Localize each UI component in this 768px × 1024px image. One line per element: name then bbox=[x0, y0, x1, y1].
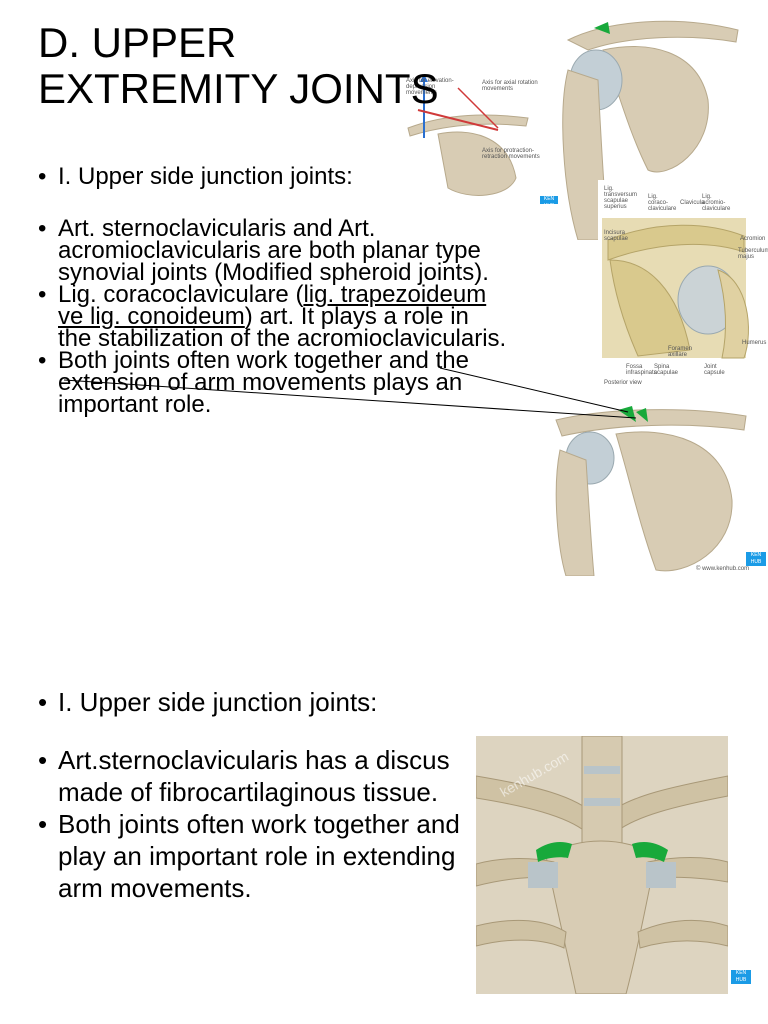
detail-label-clavicula: Clavicula bbox=[680, 200, 705, 206]
kenhub-badge-slide2: KEN HUB bbox=[731, 970, 751, 984]
detail-label-coracoclaviculare: Lig. coraco-claviculare bbox=[648, 194, 677, 212]
figure-credit: © www.kenhub.com bbox=[696, 566, 750, 572]
detail-label-capsule: Joint capsule bbox=[704, 364, 725, 376]
slide1-bullet-list: I. Upper side junction joints: Art. ster… bbox=[38, 164, 508, 417]
shoulder-posterior-detail-figure: Lig. transversum scapulae superius Lig. … bbox=[598, 180, 768, 390]
detail-label-spina: Spina scapulae bbox=[654, 364, 679, 376]
title-line-2: EXTREMITY JOINTS bbox=[38, 65, 439, 112]
detail-label-transversum: Lig. transversum scapulae superius bbox=[604, 186, 638, 210]
kenhub-badge: KEN HUB bbox=[746, 552, 766, 566]
axis-label-elevation: Axis for elevation-depression movements bbox=[406, 78, 454, 96]
detail-label-humerus: Humerus bbox=[742, 340, 767, 346]
bullet-item: Both joints often work together and play… bbox=[38, 808, 478, 904]
bullet-item: Art. sternoclavicularis and Art. acromio… bbox=[38, 217, 508, 285]
shoulder-ligament-figure: © www.kenhub.com KEN HUB bbox=[546, 400, 768, 576]
bullet-item: I. Upper side junction joints: bbox=[38, 686, 478, 718]
slide2-bullet-list: I. Upper side junction joints: Art.stern… bbox=[38, 686, 478, 904]
sternoclavicular-figure: kenhub.com KEN HUB bbox=[476, 736, 728, 994]
axis-label-rotation: Axis for axial rotation movements bbox=[482, 80, 538, 92]
axis-label-protraction: Axis for protraction-retraction movement… bbox=[482, 148, 540, 160]
bullet-prefix: Lig. coracoclaviculare ( bbox=[58, 281, 304, 308]
bullet-item: Art.sternoclavicularis has a discus made… bbox=[38, 744, 478, 808]
slide-1: Axis for elevation-depression movements … bbox=[0, 0, 768, 590]
bullet-item-ligament: Lig. coracoclaviculare (lig. trapezoideu… bbox=[38, 281, 508, 351]
detail-label-acromion: Acromion bbox=[740, 236, 766, 242]
bullet-item: I. Upper side junction joints: bbox=[38, 164, 508, 191]
detail-view-label: Posterior view bbox=[604, 380, 642, 386]
title-line-1: D. UPPER bbox=[38, 19, 237, 66]
kenhub-badge-small: KEN HUB bbox=[540, 196, 558, 204]
detail-label-incisura: Incisura scapulae bbox=[604, 230, 629, 242]
slide-title: D. UPPER EXTREMITY JOINTS bbox=[38, 20, 439, 112]
detail-label-tuberculum: Tuberculum majus bbox=[738, 248, 768, 260]
bullet-item: Both joints often work together and the … bbox=[38, 349, 508, 417]
ligament-names: lig. trapezoideum ve lig. conoideum bbox=[58, 281, 487, 330]
slide-2: kenhub.com KEN HUB KEN HUB I. Upper side… bbox=[0, 590, 768, 1024]
detail-label-foramen: Foramen axillare bbox=[668, 346, 693, 358]
detail-label-fossa: Fossa infraspinata bbox=[626, 364, 658, 376]
detail-label-acromioclaviculare: Lig. acromio-claviculare bbox=[702, 194, 731, 212]
